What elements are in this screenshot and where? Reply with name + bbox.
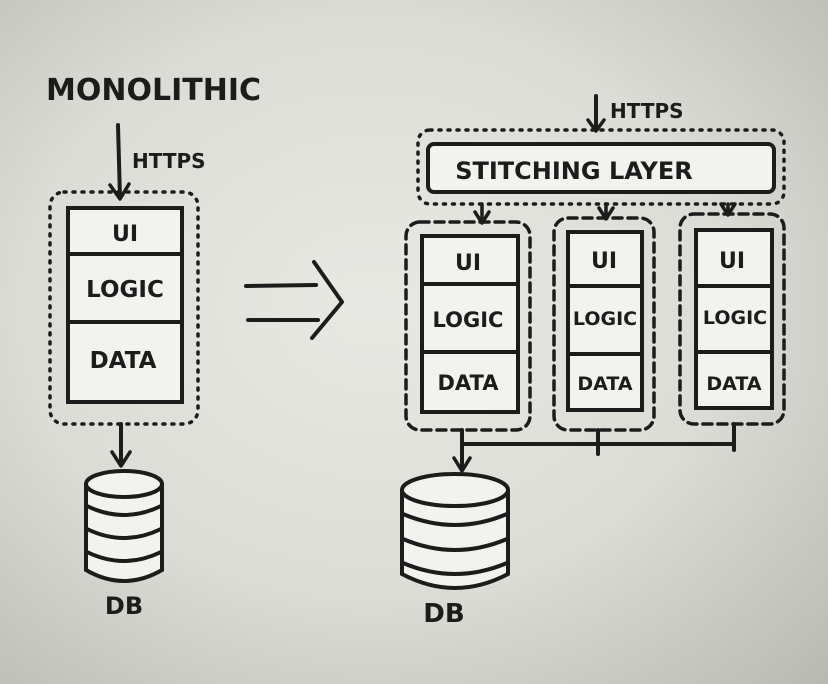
db-label-right: DB — [423, 599, 464, 629]
service-3: UI LOGIC DATA — [678, 212, 786, 426]
monolith-ui-label: UI — [112, 222, 138, 247]
https-label-left: HTTPS — [132, 149, 206, 173]
service-3-data-label: DATA — [706, 373, 761, 395]
monolith-container — [48, 190, 200, 426]
service-1: UI LOGIC DATA — [404, 220, 532, 432]
service-1-logic-label: LOGIC — [433, 308, 504, 332]
service-2-ui-label: UI — [591, 249, 617, 274]
monolith-db-arrow — [110, 422, 132, 468]
db-connector — [452, 422, 736, 473]
service-1-container — [404, 220, 532, 432]
database-left-icon — [84, 469, 164, 583]
monolith-stack — [66, 206, 184, 404]
service-1-data-label: DATA — [437, 371, 499, 395]
monolith-data-label: DATA — [90, 348, 157, 374]
https-label-right: HTTPS — [610, 99, 684, 123]
stitching-layer-label: STITCHING LAYER — [455, 157, 693, 185]
database-right-icon — [400, 472, 510, 590]
transition-arrow-icon — [244, 260, 344, 340]
monolithic-title: MONOLITHIC — [46, 73, 261, 108]
https-arrow-left — [108, 123, 131, 201]
stitching-container — [416, 128, 786, 206]
service-2: UI LOGIC DATA — [552, 216, 656, 432]
service-2-container — [552, 216, 656, 432]
db-label-left: DB — [105, 592, 143, 620]
service-2-data-label: DATA — [577, 373, 632, 395]
service-3-logic-label: LOGIC — [703, 307, 767, 329]
service-1-ui-label: UI — [455, 251, 481, 276]
service-2-logic-label: LOGIC — [573, 308, 637, 330]
https-arrow-right — [586, 94, 606, 133]
service-3-ui-label: UI — [719, 249, 745, 274]
monolith-logic-label: LOGIC — [86, 277, 164, 303]
stitching-layer-box — [426, 142, 776, 194]
